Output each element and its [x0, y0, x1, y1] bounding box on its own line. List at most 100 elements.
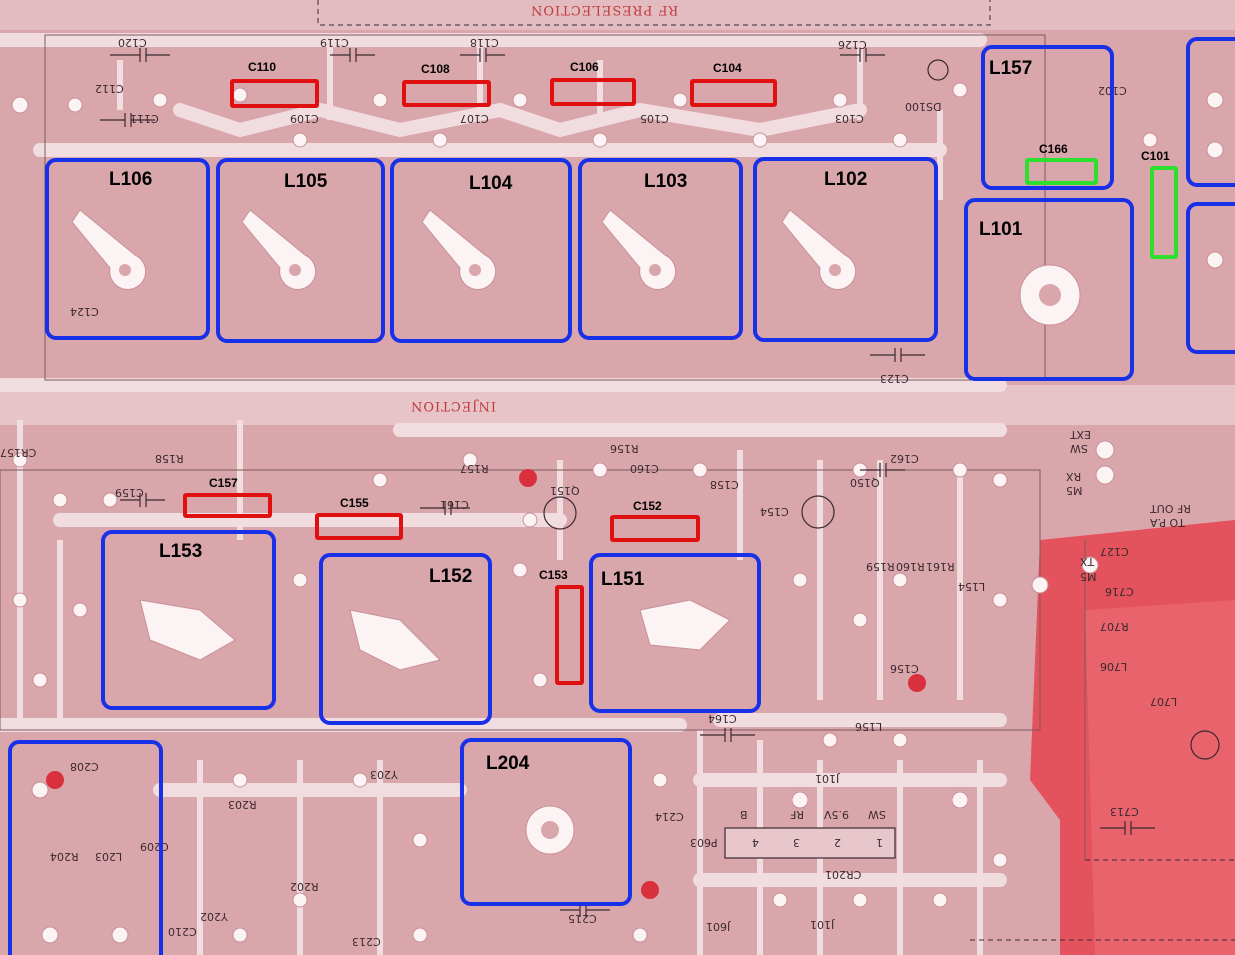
cap-label-c104: C104	[713, 61, 742, 75]
coil-label-l102: L102	[824, 169, 868, 190]
rf-preselection-title: RF PRESELECTION	[530, 2, 679, 17]
silk-label: C164	[708, 712, 737, 725]
silk-label: EXT	[1070, 428, 1092, 441]
silk-label: L706	[1100, 660, 1128, 673]
silk-label: C213	[352, 935, 381, 948]
silk-label: RF	[790, 808, 804, 821]
silk-label: 2	[834, 836, 841, 849]
coil-box-l151: L151	[589, 553, 761, 713]
silk-label: M5	[1080, 570, 1097, 583]
coil-box-l204: L204	[460, 738, 632, 906]
silk-label: C109	[290, 112, 319, 125]
silk-label: SW	[1070, 442, 1088, 455]
coil-box-l102: L102	[753, 157, 938, 342]
silk-label: Q151	[550, 484, 580, 497]
silk-label: C123	[880, 372, 909, 385]
coil-label-l153: L153	[159, 541, 203, 562]
silk-label: C716	[1105, 585, 1134, 598]
coil-box-l101: L101	[964, 198, 1134, 381]
coil-label-l103: L103	[644, 171, 688, 192]
silk-label: R203	[228, 798, 257, 811]
coil-label-l105: L105	[284, 171, 328, 192]
coil-box-l106: L106	[45, 158, 210, 340]
cap-box-c101	[1150, 166, 1178, 259]
silk-label: RX	[1066, 470, 1082, 483]
cap-label-c110: C110	[248, 60, 277, 74]
coil-box-l105: L105	[216, 158, 385, 343]
silk-label: 9.5V	[824, 808, 850, 821]
coil-label-l104: L104	[469, 173, 513, 194]
silk-label: C107	[460, 112, 489, 125]
silk-label: 1	[876, 836, 883, 849]
silk-label: Y202	[200, 910, 228, 923]
coil-box-l157: L157	[981, 45, 1114, 190]
cap-label-c166: C166	[1039, 142, 1068, 156]
cap-box-c108	[402, 80, 491, 107]
silk-label: C161	[440, 498, 469, 511]
silk-label: C162	[890, 452, 919, 465]
silk-label: L156	[855, 720, 883, 733]
silk-label: CR157	[0, 446, 37, 459]
silk-label: R156	[610, 442, 639, 455]
cap-label-c152: C152	[633, 499, 662, 513]
cap-box-c106	[550, 78, 636, 106]
silk-label: R707	[1100, 620, 1129, 633]
silk-label: C103	[835, 112, 864, 125]
silk-label: DS100	[905, 100, 942, 113]
silk-label: R202	[290, 880, 319, 893]
silk-label: J101	[810, 918, 835, 931]
cap-label-c101: C101	[1141, 149, 1170, 163]
cap-box-c152	[610, 515, 700, 542]
silk-label: C215	[568, 912, 597, 925]
cap-box-c153	[555, 585, 584, 685]
injection-title: INJECTION	[410, 398, 496, 413]
cap-label-c157: C157	[209, 476, 238, 490]
cap-label-c108: C108	[421, 62, 450, 76]
silk-label: M5	[1066, 484, 1083, 497]
silk-label: 3	[793, 836, 800, 849]
silk-label: TO P.A	[1150, 516, 1185, 529]
silk-label: C120	[118, 36, 147, 49]
silk-label: TX	[1080, 555, 1095, 568]
coil-box-l103: L103	[578, 158, 743, 340]
cap-label-c155: C155	[340, 496, 369, 510]
silk-label: B	[740, 808, 748, 821]
silk-label: CR201	[825, 868, 862, 881]
coil-box-partial-lower	[1186, 202, 1235, 354]
silk-label: C118	[470, 36, 499, 49]
silk-label: R157	[460, 462, 489, 475]
coil-label-l151: L151	[601, 569, 645, 590]
coil-box-l152: L152	[319, 553, 492, 725]
coil-label-l204: L204	[486, 753, 530, 774]
silk-label: 4	[752, 836, 759, 849]
cap-box-c155	[315, 513, 403, 540]
silk-label: P603	[690, 836, 718, 849]
silk-label: C126	[838, 38, 867, 51]
cap-label-c153: C153	[539, 568, 568, 582]
coil-label-l106: L106	[109, 169, 153, 190]
cap-box-c110	[230, 79, 319, 108]
cap-box-c157	[183, 493, 272, 518]
silk-label: C159	[115, 486, 144, 499]
silk-label: C713	[1110, 805, 1139, 818]
silk-label: R158	[155, 452, 184, 465]
silk-label: C127	[1100, 545, 1129, 558]
silk-label: C112	[95, 82, 124, 95]
silk-label: C158	[710, 478, 739, 491]
silk-label: C154	[760, 505, 789, 518]
coil-label-l157: L157	[989, 58, 1033, 79]
silk-label: J101	[815, 772, 840, 785]
coil-box-partial-bottom-left	[8, 740, 163, 955]
coil-box-partial-upper	[1186, 37, 1235, 187]
coil-label-l152: L152	[429, 566, 473, 587]
silk-label: C111	[130, 112, 159, 125]
cap-box-c104	[690, 79, 777, 107]
silk-label: C119	[320, 36, 349, 49]
silk-label: Y203	[370, 768, 398, 781]
silk-label: R161	[926, 560, 955, 573]
silk-label: L707	[1150, 695, 1178, 708]
coil-box-l104: L104	[390, 158, 572, 343]
silk-label: J601	[706, 920, 731, 933]
silk-label: L154	[958, 580, 986, 593]
